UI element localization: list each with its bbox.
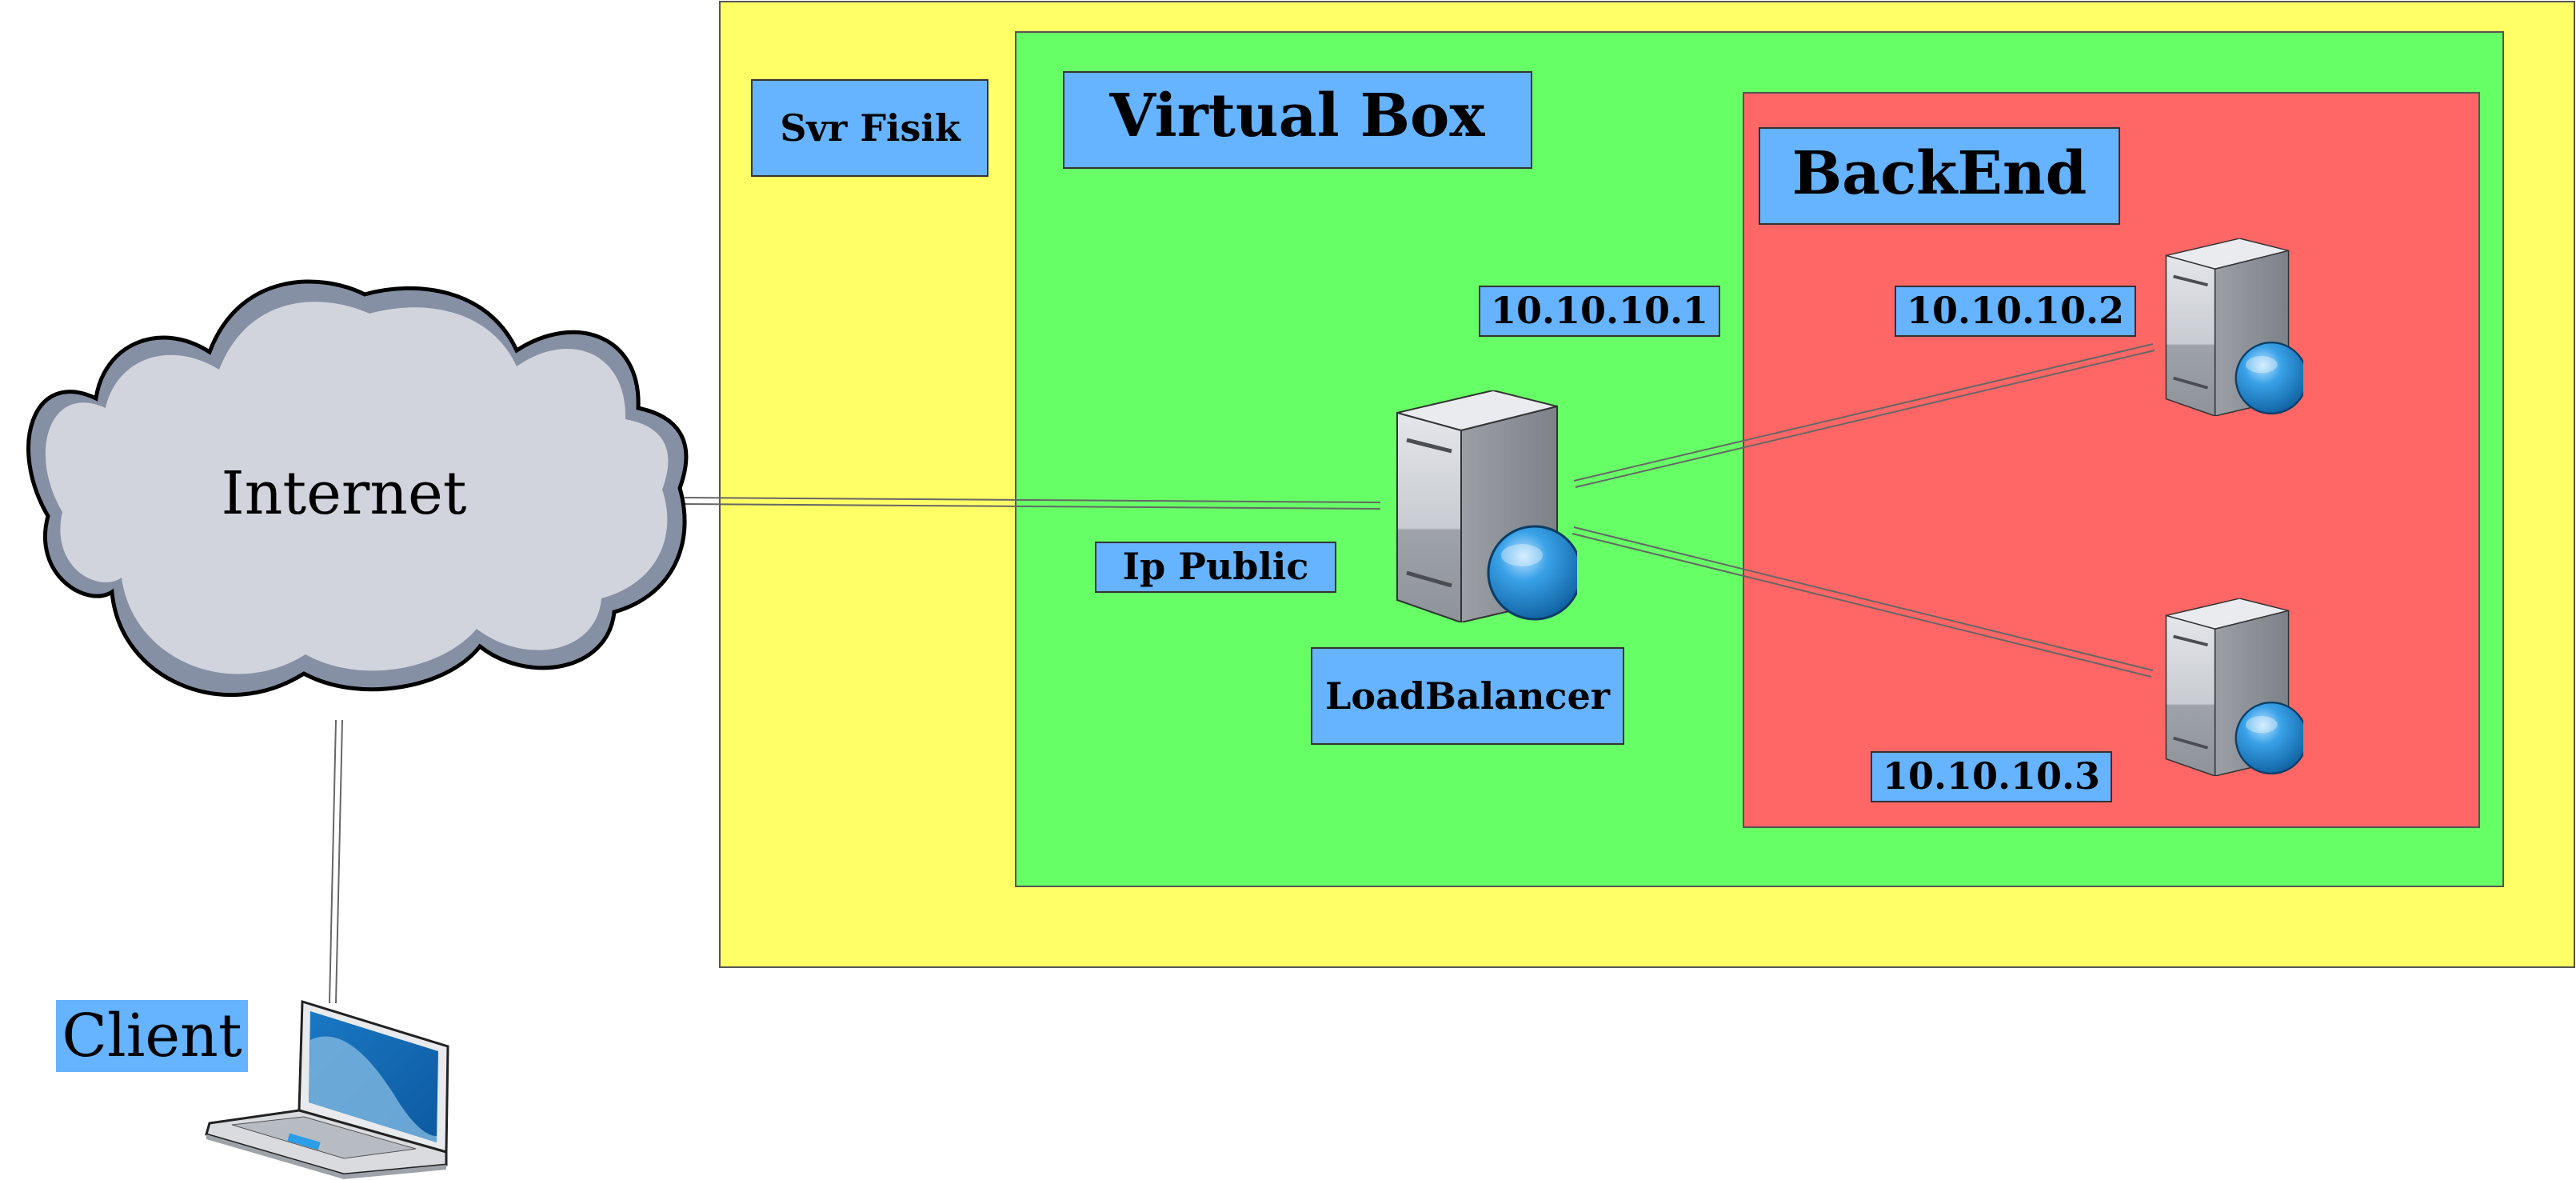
- connection-lines: [329, 343, 2155, 1004]
- backend2-server-icon: [2166, 598, 2306, 776]
- client-label-box: [56, 1000, 248, 1072]
- laptop-icon: [205, 999, 449, 1179]
- cloud-icon: [26, 279, 689, 698]
- link-internet-loadbalancer: [684, 497, 1381, 510]
- backend-label-box: [1759, 127, 2120, 225]
- svr-fisik-label-box: [751, 79, 988, 177]
- backend1-ip-label: 10.10.10.2: [1907, 289, 2124, 332]
- backend1-ip-label-box: [1895, 286, 2136, 337]
- client-label: Client: [62, 1002, 242, 1070]
- backend1-server-icon: [2166, 238, 2306, 416]
- loadbalancer-label-box: [1311, 647, 1624, 745]
- virtual-box-label-box: [1063, 71, 1532, 169]
- internet-label: Internet: [222, 459, 467, 528]
- backend-label: BackEnd: [1792, 139, 2087, 208]
- ip-public-label-box: [1095, 542, 1336, 593]
- link-lb-backend2: [1572, 526, 2154, 678]
- loadbalancer-server-icon: [1397, 390, 1581, 622]
- loadbalancer-label: LoadBalancer: [1325, 674, 1611, 718]
- link-lb-backend1: [1573, 343, 2155, 488]
- lb-ip-label-box: [1479, 286, 1720, 337]
- backend2-ip-label: 10.10.10.3: [1883, 754, 2100, 798]
- ip-public-label: Ip Public: [1123, 545, 1309, 588]
- backend2-ip-label-box: [1871, 751, 2112, 802]
- link-client-internet: [329, 719, 343, 1004]
- lb-ip-label: 10.10.10.1: [1491, 289, 1708, 332]
- svr-fisik-label: Svr Fisik: [780, 106, 961, 150]
- virtual-box-label: Virtual Box: [1108, 82, 1485, 150]
